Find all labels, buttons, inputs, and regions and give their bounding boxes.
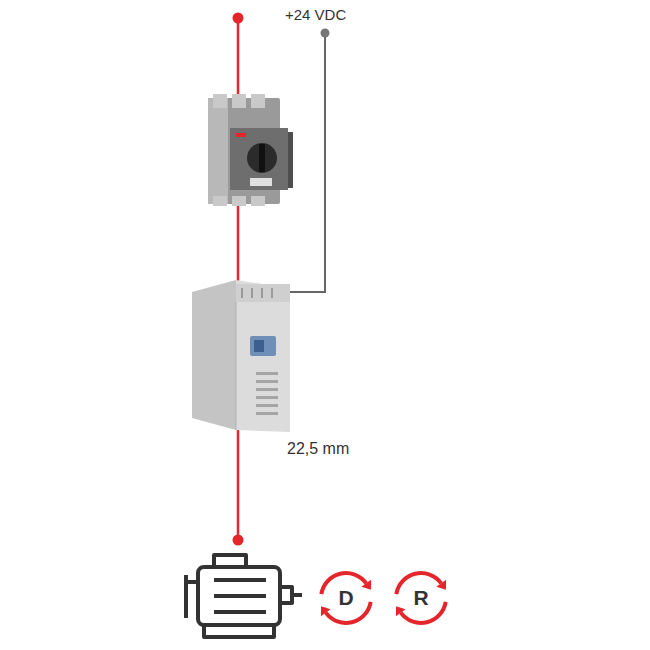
rotation-direction: R <box>390 567 452 629</box>
direction-letter: D <box>338 586 353 610</box>
terminal-dot <box>233 535 244 546</box>
power-line <box>237 18 240 100</box>
power-line <box>237 428 240 540</box>
control-wire <box>252 33 325 292</box>
dimension-label: 22,5 mm <box>287 440 349 458</box>
power-line <box>237 200 240 285</box>
direction-letter: R <box>413 586 428 610</box>
motor-symbol <box>186 555 302 637</box>
breaker-symbol <box>208 94 293 206</box>
terminal-dot <box>233 13 244 24</box>
rotation-arrow <box>396 573 446 623</box>
rotation-direction: D <box>315 567 377 629</box>
supply-label: +24 VDC <box>285 6 346 23</box>
starter-symbol <box>192 280 290 432</box>
terminal-dot <box>321 29 330 38</box>
rotation-arrow <box>321 573 371 623</box>
